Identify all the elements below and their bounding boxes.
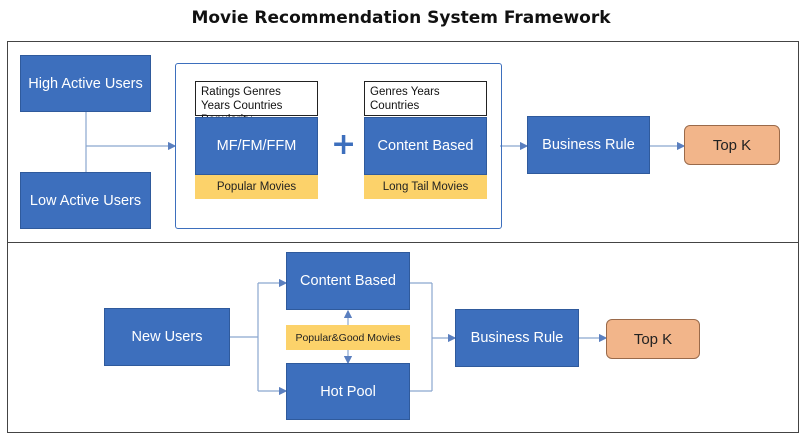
hot-pool-box: Hot Pool	[286, 363, 410, 420]
new-users-box: New Users	[104, 308, 230, 366]
model-group-frame	[175, 63, 502, 229]
mf-fm-ffm-box: MF/FM/FFM	[195, 117, 318, 175]
plus-sign: +	[331, 127, 357, 162]
business-rule-top-box: Business Rule	[527, 116, 650, 174]
popular-good-movies-label: Popular&Good Movies	[286, 325, 410, 350]
ratings-features-label: Ratings Genres Years Countries Popularit…	[195, 81, 318, 126]
top-k-bottom-box: Top K	[606, 319, 700, 359]
business-rule-bottom-box: Business Rule	[455, 309, 579, 367]
top-k-top-box: Top K	[684, 125, 780, 165]
content-based-top-box: Content Based	[364, 117, 487, 175]
diagram-title: Movie Recommendation System Framework	[191, 8, 611, 28]
popular-movies-label: Popular Movies	[195, 175, 318, 199]
long-tail-movies-label: Long Tail Movies	[364, 175, 487, 199]
genres-features-label: Genres Years Countries	[364, 81, 487, 116]
content-based-bottom-box: Content Based	[286, 252, 410, 310]
high-active-users-box: High Active Users	[20, 55, 151, 112]
low-active-users-box: Low Active Users	[20, 172, 151, 229]
